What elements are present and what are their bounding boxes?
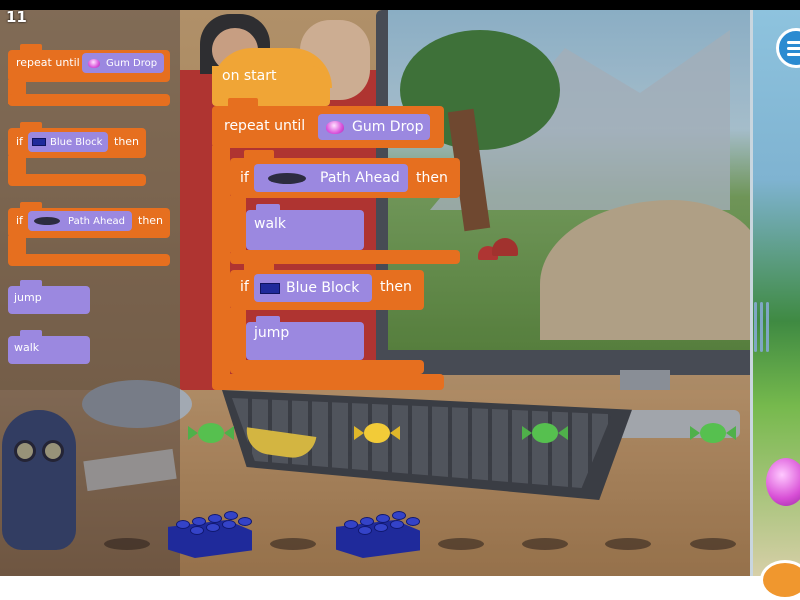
path-spot — [104, 538, 150, 550]
blue-block — [168, 508, 254, 558]
path-ahead-icon — [34, 217, 60, 225]
walk-label: walk — [254, 216, 287, 232]
jump-label: jump — [14, 291, 42, 304]
walk-label: walk — [14, 341, 40, 354]
green-candy — [188, 420, 234, 446]
path-ahead-label: Path Ahead — [68, 215, 125, 227]
walk-block[interactable] — [246, 210, 364, 250]
if-label: if — [240, 279, 249, 295]
computer-mouse — [82, 380, 192, 428]
gum-drop-label: Gum Drop — [352, 119, 424, 135]
level-number: 11 — [6, 8, 27, 26]
if-label: if — [16, 214, 23, 227]
gum-drop-icon — [326, 120, 344, 134]
path-ahead-icon — [268, 172, 306, 184]
path-spot — [438, 538, 484, 550]
path-ahead-input[interactable]: Path Ahead — [28, 211, 132, 231]
blue-block-label: Blue Block — [50, 136, 103, 148]
path-ahead-label: Path Ahead — [320, 170, 400, 186]
if-label: if — [240, 170, 249, 186]
panel-divider — [750, 10, 753, 576]
repeat-until-label: repeat until — [224, 118, 306, 134]
path-spot — [605, 538, 651, 550]
top-bar — [0, 0, 800, 10]
then-label: then — [416, 170, 448, 186]
jump-label: jump — [254, 325, 290, 341]
gum-drop-goal — [766, 458, 800, 506]
blue-block-icon — [32, 138, 46, 146]
character-eye — [42, 440, 64, 462]
blue-block-label: Blue Block — [286, 280, 360, 296]
repeat-until-label: repeat until — [16, 56, 80, 69]
then-label: then — [114, 135, 140, 148]
panel-resize-handle[interactable] — [752, 302, 776, 352]
jump-block[interactable] — [246, 322, 364, 360]
gum-drop-input[interactable]: Gum Drop — [318, 114, 430, 140]
mushroom — [492, 238, 518, 256]
then-label: then — [138, 214, 164, 227]
path-ahead-input[interactable]: Path Ahead — [254, 164, 408, 192]
orange-button[interactable] — [760, 560, 800, 600]
green-candy — [690, 420, 736, 446]
on-start-label: on start — [222, 68, 277, 84]
path-spot — [690, 538, 736, 550]
gum-drop-input[interactable]: Gum Drop — [82, 53, 164, 73]
gum-drop-label: Gum Drop — [106, 57, 158, 69]
codey-character — [2, 410, 76, 550]
blue-block-input[interactable]: Blue Block — [28, 132, 108, 152]
blue-block — [336, 508, 422, 558]
path-spot — [270, 538, 316, 550]
then-label: then — [380, 279, 412, 295]
blue-block-icon — [260, 282, 280, 294]
path-spot — [522, 538, 568, 550]
if-label: if — [16, 135, 23, 148]
blue-block-input[interactable]: Blue Block — [254, 274, 372, 302]
gum-drop-icon — [88, 58, 100, 68]
yellow-candy — [354, 420, 400, 446]
character-eye — [14, 440, 36, 462]
green-candy — [522, 420, 568, 446]
